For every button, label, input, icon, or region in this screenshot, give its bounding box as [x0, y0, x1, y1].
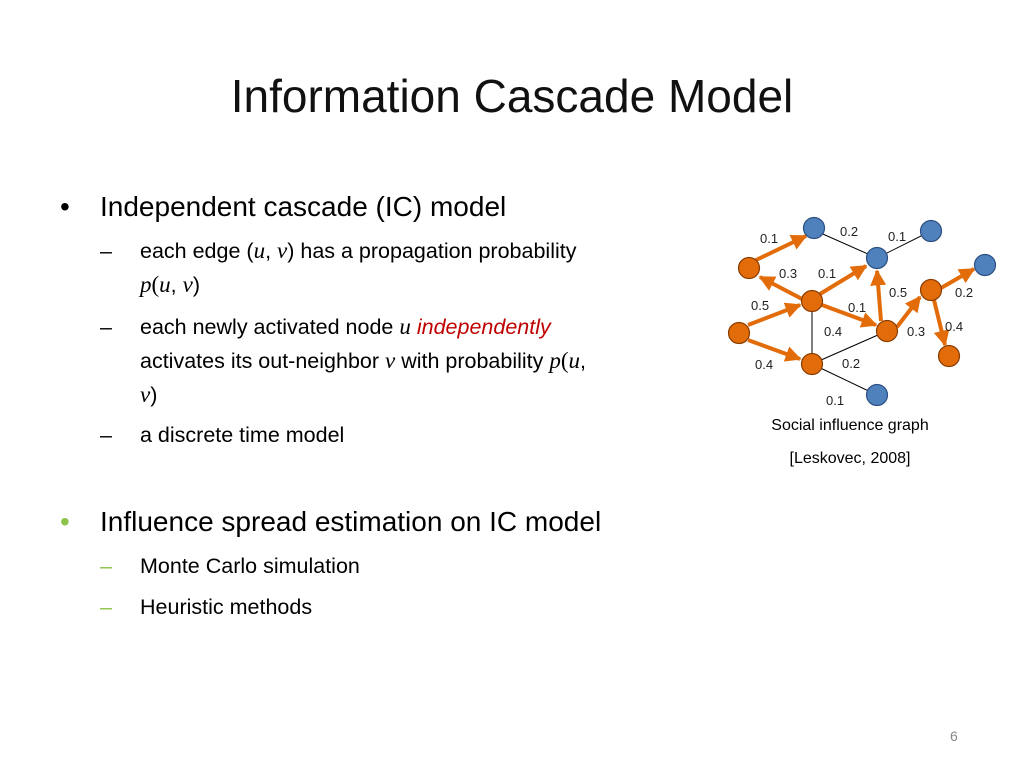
- graph-node-inactive: [919, 219, 943, 243]
- graph-node-active: [737, 256, 761, 280]
- graph-edge-active: [747, 302, 802, 327]
- sub-text: Heuristic methods: [140, 595, 313, 619]
- graph-caption: Social influence graph: [771, 417, 929, 434]
- page-number: 6: [950, 728, 958, 744]
- edge-label: 0.3: [779, 266, 797, 281]
- graph-edge-active: [758, 275, 803, 301]
- sub-dash: –: [100, 239, 112, 263]
- sub-dash: –: [100, 554, 112, 578]
- graph-edge-active: [870, 269, 887, 322]
- graph-node-inactive: [973, 253, 997, 277]
- edge-label: 0.4: [824, 324, 842, 339]
- sub-text: Monte Carlo simulation: [140, 554, 360, 578]
- bullet-text: Independent cascade (IC) model: [100, 191, 507, 222]
- bullet-dot: •: [60, 506, 70, 537]
- edge-label: 0.1: [848, 300, 866, 315]
- graph-edge-active: [751, 234, 808, 264]
- edge-label: 0.5: [751, 298, 769, 313]
- graph-node-active: [800, 352, 824, 376]
- sub-text: a discrete time model: [140, 423, 345, 447]
- graph-node-active: [919, 278, 943, 302]
- edge-label: 0.2: [955, 285, 973, 300]
- sub-dash: –: [100, 595, 112, 619]
- edge-label: 0.4: [945, 319, 963, 334]
- graph-citation: [Leskovec, 2008]: [789, 450, 911, 467]
- edge-label: 0.1: [826, 393, 844, 408]
- graph-node-active: [800, 289, 824, 313]
- emphasis-independently: independently: [416, 315, 551, 339]
- graph-node-active: [937, 344, 961, 368]
- graph-node-inactive: [865, 246, 889, 270]
- edge-label: 0.5: [889, 285, 907, 300]
- bullet-text: Influence spread estimation on IC model: [100, 506, 602, 537]
- graph-node-inactive: [865, 383, 889, 407]
- sub-text-activate: each newly activated node u independentl…: [140, 314, 587, 407]
- graph-edge-active: [895, 295, 922, 329]
- graph-edge-active: [818, 264, 868, 296]
- graph-node-active: [875, 319, 899, 343]
- edge-label: 0.1: [760, 231, 778, 246]
- graph-edge-plain: [811, 330, 888, 365]
- sub-dash: –: [100, 315, 112, 339]
- graph-edge-active: [821, 303, 878, 328]
- graph-node-active: [727, 321, 751, 345]
- graph-node-inactive: [802, 216, 826, 240]
- graph-edge-active: [747, 338, 802, 362]
- edge-label: 0.1: [888, 229, 906, 244]
- edge-label: 0.1: [818, 266, 836, 281]
- graph-edge-plain: [811, 363, 878, 396]
- bullet-dot: •: [60, 191, 70, 222]
- slide-title: Information Cascade Model: [230, 70, 794, 122]
- sub-dash: –: [100, 423, 112, 447]
- edge-label: 0.2: [840, 224, 858, 239]
- edge-label: 0.2: [842, 356, 860, 371]
- graph-edge-active: [932, 299, 950, 347]
- edge-label: 0.4: [755, 357, 773, 372]
- edge-label: 0.3: [907, 324, 925, 339]
- graph-edge-active: [940, 267, 976, 290]
- graph-edge-plain: [815, 230, 878, 259]
- sub-text-edge: each edge (u, v) has a propagation proba…: [140, 238, 577, 297]
